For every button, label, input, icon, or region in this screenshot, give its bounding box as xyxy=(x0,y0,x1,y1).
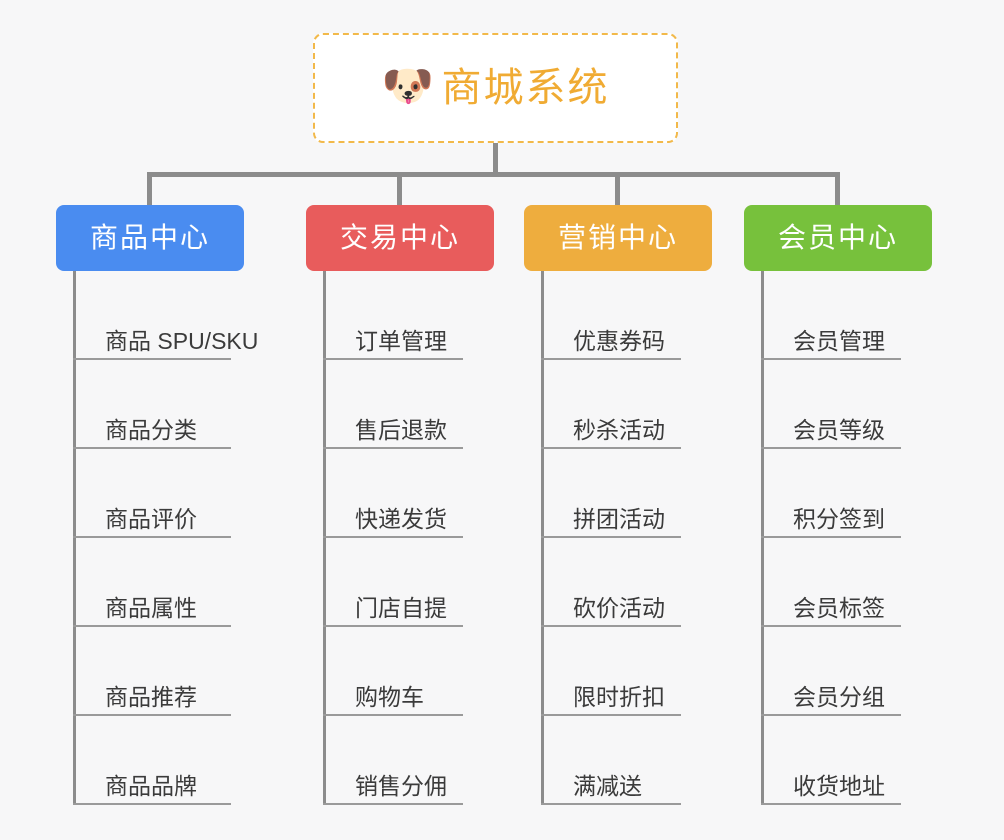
trunk-connector xyxy=(323,271,326,805)
leaf-list: 订单管理 售后退款 快递发货 门店自提 购物车 销售分佣 xyxy=(323,271,496,805)
root-node-label: 商城系统 xyxy=(441,66,610,110)
list-item[interactable]: 收货地址 xyxy=(761,716,934,805)
leaf-label: 收货地址 xyxy=(793,772,885,799)
leaf-label: 秒杀活动 xyxy=(573,416,665,443)
leaf-underline xyxy=(761,536,901,538)
list-item[interactable]: 商品分类 xyxy=(73,360,246,449)
leaf-label: 会员标签 xyxy=(793,594,885,621)
leaf-label: 砍价活动 xyxy=(573,594,665,621)
list-item[interactable]: 拼团活动 xyxy=(541,449,714,538)
leaf-underline xyxy=(761,625,901,627)
leaf-label: 商品 SPU/SKU xyxy=(105,327,259,354)
shiba-dog-face-icon: 🐶 xyxy=(381,62,434,109)
trunk-connector xyxy=(73,271,76,805)
trunk-connector xyxy=(541,271,544,805)
leaf-label: 优惠券码 xyxy=(573,327,665,354)
leaf-label: 商品推荐 xyxy=(105,683,197,710)
drop-connector xyxy=(835,172,840,208)
list-item[interactable]: 秒杀活动 xyxy=(541,360,714,449)
leaf-list: 商品 SPU/SKU 商品分类 商品评价 商品属性 商品推荐 商品品牌 xyxy=(73,271,258,805)
category-label: 营销中心 xyxy=(557,222,678,253)
leaf-label: 商品属性 xyxy=(105,594,197,621)
list-item[interactable]: 快递发货 xyxy=(323,449,496,538)
list-item[interactable]: 商品品牌 xyxy=(73,716,246,805)
leaf-label: 售后退款 xyxy=(355,416,447,443)
leaf-underline xyxy=(323,625,463,627)
leaf-underline xyxy=(323,803,463,805)
category-label: 交易中心 xyxy=(339,222,460,253)
leaf-label: 拼团活动 xyxy=(573,505,665,532)
list-item[interactable]: 优惠券码 xyxy=(541,271,714,360)
category-box-member-center[interactable]: 会员中心 xyxy=(744,205,932,271)
list-item[interactable]: 商品推荐 xyxy=(73,627,246,716)
list-item[interactable]: 商品属性 xyxy=(73,538,246,627)
list-item[interactable]: 销售分佣 xyxy=(323,716,496,805)
leaf-underline xyxy=(761,803,901,805)
leaf-underline xyxy=(323,714,463,716)
leaf-label: 购物车 xyxy=(355,683,424,710)
leaf-underline xyxy=(73,803,231,805)
category-box-trade-center[interactable]: 交易中心 xyxy=(306,205,494,271)
category-label: 会员中心 xyxy=(777,222,898,253)
leaf-label: 会员管理 xyxy=(793,327,885,354)
leaf-underline xyxy=(761,714,901,716)
list-item[interactable]: 砍价活动 xyxy=(541,538,714,627)
leaf-list: 优惠券码 秒杀活动 拼团活动 砍价活动 限时折扣 满减送 xyxy=(541,271,714,805)
list-item[interactable]: 满减送 xyxy=(541,716,714,805)
leaf-label: 积分签到 xyxy=(793,505,885,532)
leaf-underline xyxy=(73,714,231,716)
list-item[interactable]: 积分签到 xyxy=(761,449,934,538)
leaf-underline xyxy=(323,536,463,538)
leaf-underline xyxy=(541,536,681,538)
leaf-label: 销售分佣 xyxy=(355,772,447,799)
leaf-label: 满减送 xyxy=(573,772,642,799)
trunk-connector xyxy=(761,271,764,805)
list-item[interactable]: 会员标签 xyxy=(761,538,934,627)
list-item[interactable]: 购物车 xyxy=(323,627,496,716)
leaf-underline xyxy=(73,625,231,627)
leaf-underline xyxy=(541,803,681,805)
leaf-label: 会员分组 xyxy=(793,683,885,710)
horizontal-bus-connector xyxy=(150,172,840,177)
category-box-product-center[interactable]: 商品中心 xyxy=(56,205,244,271)
list-item[interactable]: 订单管理 xyxy=(323,271,496,360)
leaf-underline xyxy=(541,358,681,360)
leaf-label: 门店自提 xyxy=(355,594,447,621)
leaf-label: 快递发货 xyxy=(355,505,447,532)
list-item[interactable]: 会员分组 xyxy=(761,627,934,716)
list-item[interactable]: 商品 SPU/SKU xyxy=(73,271,258,360)
root-node-shop-system[interactable]: 🐶 商城系统 xyxy=(313,33,678,143)
leaf-label: 商品分类 xyxy=(105,416,197,443)
list-item[interactable]: 售后退款 xyxy=(323,360,496,449)
leaf-underline xyxy=(73,447,231,449)
leaf-underline xyxy=(73,536,231,538)
leaf-list: 会员管理 会员等级 积分签到 会员标签 会员分组 收货地址 xyxy=(761,271,934,805)
list-item[interactable]: 会员等级 xyxy=(761,360,934,449)
drop-connector xyxy=(147,172,152,208)
leaf-label: 商品品牌 xyxy=(105,772,197,799)
leaf-label: 订单管理 xyxy=(355,327,447,354)
leaf-underline xyxy=(73,358,231,360)
leaf-underline xyxy=(323,358,463,360)
leaf-underline xyxy=(323,447,463,449)
root-stem-connector xyxy=(493,143,498,175)
leaf-label: 商品评价 xyxy=(105,505,197,532)
leaf-underline xyxy=(761,447,901,449)
leaf-underline xyxy=(541,625,681,627)
leaf-underline xyxy=(541,447,681,449)
leaf-label: 限时折扣 xyxy=(573,683,665,710)
list-item[interactable]: 限时折扣 xyxy=(541,627,714,716)
leaf-underline xyxy=(761,358,901,360)
list-item[interactable]: 会员管理 xyxy=(761,271,934,360)
leaf-underline xyxy=(541,714,681,716)
category-box-marketing-center[interactable]: 营销中心 xyxy=(524,205,712,271)
list-item[interactable]: 门店自提 xyxy=(323,538,496,627)
leaf-label: 会员等级 xyxy=(793,416,885,443)
list-item[interactable]: 商品评价 xyxy=(73,449,246,538)
category-label: 商品中心 xyxy=(89,222,210,253)
drop-connector xyxy=(615,172,620,208)
drop-connector xyxy=(397,172,402,208)
